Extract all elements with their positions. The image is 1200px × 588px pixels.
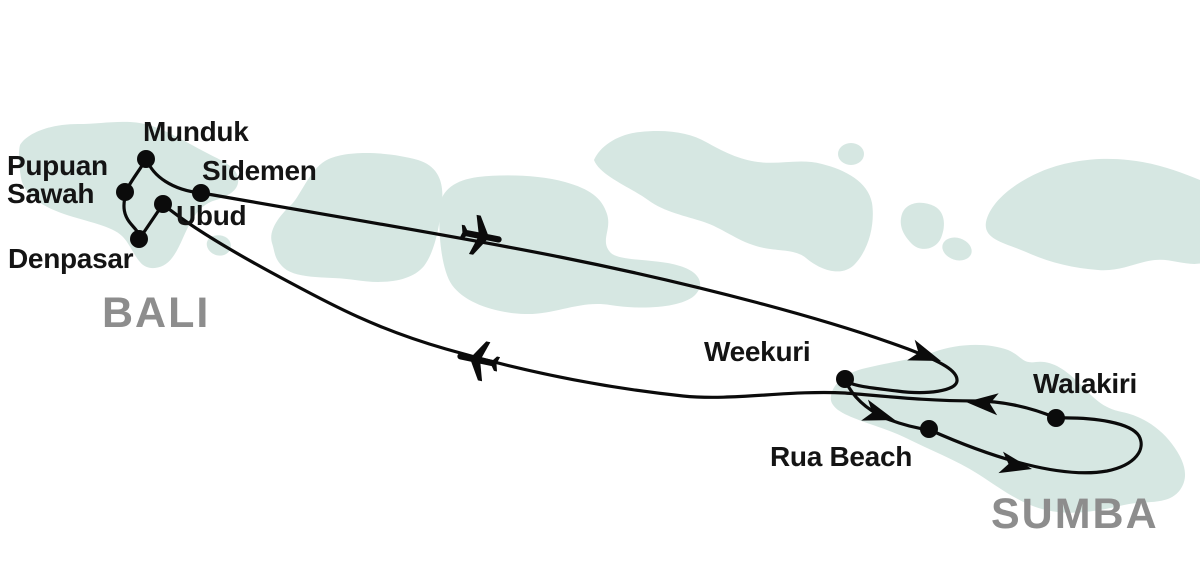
route-flight-sidemen-to-weekuri [200,191,959,395]
place-label-sidemen: Sidemen [202,155,317,186]
right-island-shape [985,158,1200,271]
region-label-sumba: SUMBA [991,490,1159,538]
arrowhead-icon-arrival-weekuri [907,339,941,361]
flight-icons [457,214,502,382]
arrowhead-icon-ruabeach-loop [998,451,1032,474]
flores-island-shape [594,131,873,272]
route-flight-walakiri-to-ubud [162,203,1058,420]
dot-icon-pupuan-sawah [116,183,134,201]
place-label-weekuri: Weekuri [704,336,811,367]
dot-icon-weekuri [836,370,854,388]
place-label-denpasar: Denpasar [8,243,134,274]
dot-icon-rua-beach [920,420,938,438]
place-label-ubud: Ubud [176,200,247,231]
airplane-icon-return [457,341,501,382]
place-label-munduk: Munduk [143,116,249,147]
lombok-island-shape [271,152,443,282]
arrowhead-icon-weekuri-ruabeach [861,399,895,421]
dot-icon-walakiri [1047,409,1065,427]
place-label-pupuan-sawah: Pupuan Sawah [7,150,108,209]
dot-icon-denpasar [130,230,148,248]
arrowhead-icon-walakiri-west [966,393,999,416]
place-label-rua-beach: Rua Beach [770,441,913,472]
place-markers [116,150,1065,438]
small-islet-2-shape [900,202,944,249]
small-islet-1-shape [838,143,864,165]
airplane-icon-outbound [458,214,502,255]
dot-icon-ubud [154,195,172,213]
sumbawa-island-shape [439,175,701,315]
dot-icon-sidemen [192,184,210,202]
small-islet-3-shape [942,237,972,261]
route-arrows [861,339,1032,474]
place-label-walakiri: Walakiri [1033,368,1137,399]
region-label-bali: BALI [102,289,211,337]
dot-icon-munduk [137,150,155,168]
